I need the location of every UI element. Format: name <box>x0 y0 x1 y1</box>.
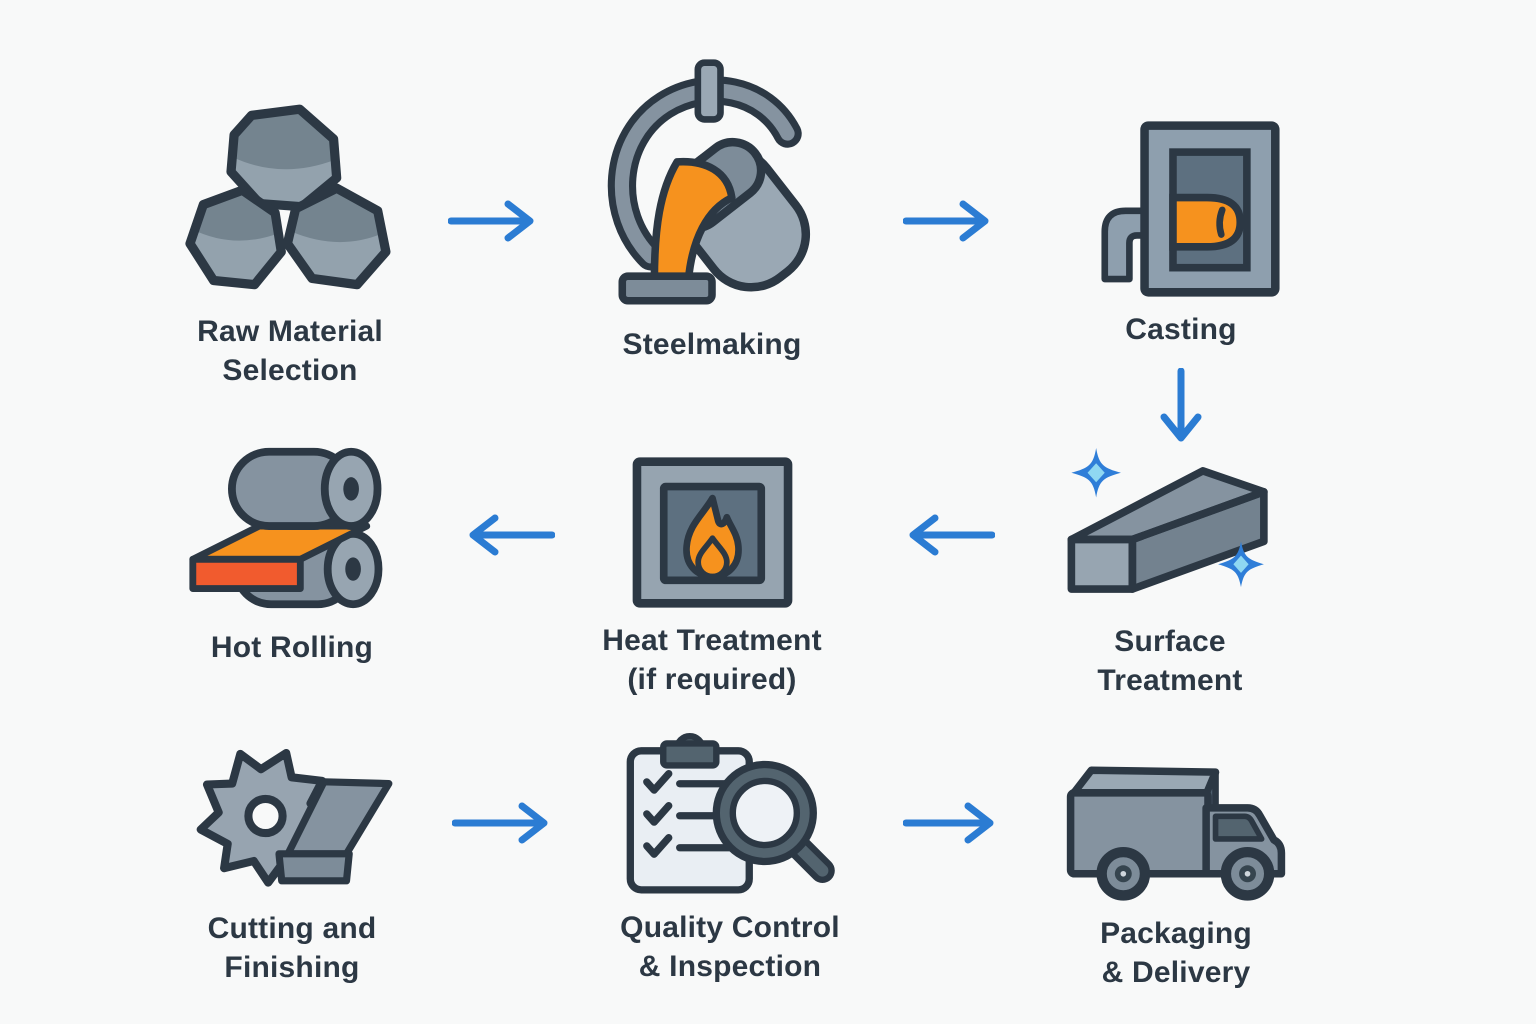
iron-ore-rocks-icon <box>174 100 406 300</box>
step-label: Packaging & Delivery <box>1100 917 1252 989</box>
step-hot-rolling: Hot Rolling <box>132 440 452 667</box>
arrow-steelmaking-to-casting <box>902 196 1003 251</box>
step-label: Steelmaking <box>622 328 802 361</box>
clipboard-magnifier-icon <box>623 730 838 896</box>
rolling-mill-icon <box>185 440 400 616</box>
step-label: Raw Material Selection <box>197 315 383 387</box>
step-packaging-delivery: Packaging & Delivery <box>1016 742 1336 992</box>
arrow-cutting-to-quality-control <box>451 798 562 853</box>
arrow-raw-material-to-steelmaking <box>447 196 548 251</box>
furnace-flame-icon <box>631 456 794 609</box>
arrow-casting-to-surface-treatment <box>1156 367 1206 458</box>
arrow-quality-control-to-packaging <box>902 798 1008 853</box>
step-quality-control-inspection: Quality Control & Inspection <box>570 730 890 986</box>
arrow-heat-treatment-to-hot-rolling <box>450 510 556 565</box>
ladle-pouring-molten-steel-icon <box>592 58 832 313</box>
circular-saw-icon <box>189 735 396 897</box>
step-cutting-and-finishing: Cutting and Finishing <box>132 735 452 987</box>
steel-beam-sparkle-icon <box>1058 448 1282 610</box>
step-steelmaking: Steelmaking <box>552 58 872 364</box>
step-label: Cutting and Finishing <box>207 912 377 984</box>
step-label: Quality Control & Inspection <box>620 911 840 983</box>
step-casting: Casting <box>1021 118 1341 349</box>
step-raw-material-selection: Raw Material Selection <box>130 100 450 390</box>
step-label: Casting <box>1125 313 1237 346</box>
step-label: Surface Treatment <box>1097 625 1243 697</box>
step-label: Heat Treatment (if required) <box>602 624 822 696</box>
arrow-surface-treatment-to-heat-treatment <box>890 510 996 565</box>
step-label: Hot Rolling <box>210 631 374 664</box>
delivery-truck-icon <box>1063 742 1289 902</box>
step-surface-treatment: Surface Treatment <box>1010 448 1330 700</box>
casting-mold-icon <box>1082 118 1281 298</box>
step-heat-treatment: Heat Treatment (if required) <box>552 456 872 699</box>
